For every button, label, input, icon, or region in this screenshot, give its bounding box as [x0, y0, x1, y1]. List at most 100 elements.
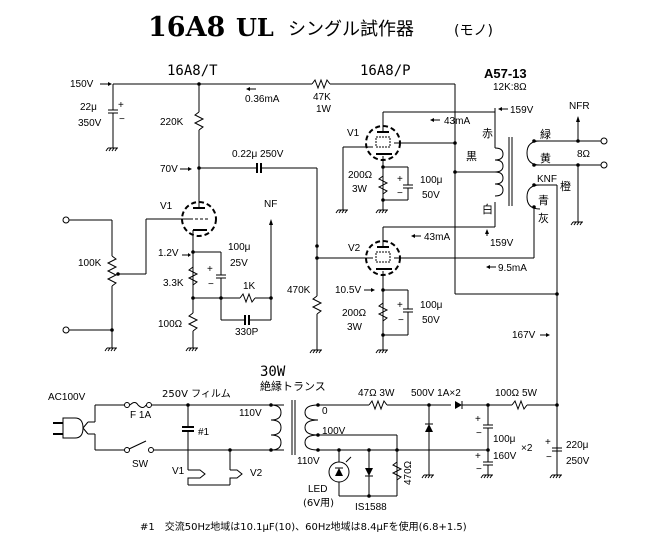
v2-plate-volt: 159V — [490, 238, 514, 249]
coupling-cap-label: 0.22μ 250V — [232, 149, 284, 160]
svg-text:−: − — [398, 315, 404, 326]
diode-label: 500V 1A×2 — [411, 388, 461, 399]
speaker-terminal-plus[interactable] — [600, 137, 608, 145]
volume-pot[interactable] — [106, 255, 118, 287]
switch-label: SW — [132, 459, 149, 470]
svg-text:+: + — [397, 300, 403, 311]
main-cap-label: 220μ — [566, 440, 589, 451]
output-transformer: 赤 黒 白 緑 黄 KNF 青 灰 橙 — [453, 112, 578, 360]
driver-supply: 150V + − 22μ 350V 47K 1W 0.36mA — [70, 78, 557, 295]
driver-section-label: 16A8/T — [167, 63, 218, 79]
filter-cap-qty: ×2 — [521, 443, 533, 454]
resistor-470ohm — [391, 461, 403, 481]
res-100ohm-5w-label: 100Ω 5W — [495, 388, 538, 399]
svg-text:+: + — [475, 451, 481, 462]
svg-text:−: − — [476, 428, 482, 439]
resistor-100ohm-5w — [511, 399, 528, 411]
v2-current: 43mA — [424, 232, 450, 243]
sec-tap-110: 110V — [297, 456, 320, 467]
res-470k-label: 470K — [287, 285, 311, 296]
svg-text:−: − — [208, 279, 214, 290]
v2-cathode-volt: 10.5V — [335, 285, 361, 296]
diode-shunt — [425, 424, 433, 432]
v1-cathode-res: 200Ω — [348, 170, 373, 181]
res-47ohm-label: 47Ω 3W — [358, 388, 395, 399]
ac-plug-icon — [53, 405, 96, 450]
resistor-100ohm — [187, 312, 199, 332]
title: 16A8 UL シングル試作器 (モノ) — [148, 12, 493, 43]
ot-ratio: 12K:8Ω — [493, 82, 527, 93]
res-470ohm-label: 470Ω — [403, 460, 414, 485]
cap-330p-label: 330P — [235, 327, 259, 338]
svg-text:−: − — [119, 114, 125, 125]
resistor-47k — [311, 78, 331, 90]
resistor-200ohm-v2 — [377, 302, 389, 322]
arrow-head — [108, 82, 112, 86]
heater-v2-label: V2 — [250, 468, 263, 479]
power-section-label: 16A8/P — [360, 63, 411, 79]
bypass-cap-25v: 25V — [230, 258, 248, 269]
pot-100k-label: 100K — [78, 258, 102, 269]
power-v2-label: V2 — [348, 243, 361, 254]
svg-text:−: − — [546, 452, 552, 463]
title-model: 16A8 — [148, 12, 225, 43]
cap-22u-volt: 350V — [78, 118, 102, 129]
trans-power: 30W — [260, 364, 286, 380]
sec-tap-100: 100V — [322, 426, 346, 437]
led-label: LED — [308, 484, 327, 495]
resistor-220k — [193, 111, 205, 131]
screen-current: 9.5mA — [498, 263, 527, 274]
svg-text:−: − — [397, 188, 403, 199]
ot-blue: 青 — [538, 194, 549, 207]
main-cap-volt: 250V — [566, 456, 590, 467]
pri-volt-label: 110V — [239, 408, 262, 419]
res-47k-watt: 1W — [316, 104, 332, 115]
v1-current: 43mA — [444, 116, 470, 127]
zener-label: IS1588 — [355, 502, 387, 513]
power-switch[interactable] — [128, 440, 147, 450]
filter-cap-label: 100μ — [493, 434, 516, 445]
v1-bypass-cap: 100μ — [420, 175, 443, 186]
svg-text:−: − — [476, 464, 482, 475]
bypass-cap-100u: 100μ — [228, 242, 251, 253]
ot-model: A57-13 — [484, 66, 527, 81]
svg-text:+: + — [118, 100, 124, 111]
title-mono: (モノ) — [454, 23, 493, 39]
power-tube-v1: V1 — [347, 112, 401, 161]
res-3k3-label: 3.3K — [163, 278, 184, 289]
ac-in-label: AC100V — [48, 392, 86, 403]
cap-note: #1 — [198, 427, 210, 438]
v2-bypass-volt: 50V — [422, 315, 440, 326]
svg-text:+: + — [545, 437, 551, 448]
svg-text:+: + — [207, 264, 213, 275]
power-transformer: 110V 0 100V 110V — [239, 400, 346, 467]
ot-yellow: 黄 — [540, 151, 551, 165]
led-note: (6V用) — [303, 498, 334, 509]
heater-v1-label: V1 — [172, 466, 185, 477]
res-100ohm-label: 100Ω — [158, 319, 183, 330]
res-1k-label: 1K — [243, 281, 256, 292]
svg-text:+: + — [475, 414, 481, 425]
ot-green: 緑 — [540, 127, 551, 141]
title-jp: シングル試作器 — [288, 19, 414, 40]
resistor-1k — [239, 292, 256, 304]
speaker-terminal-minus[interactable] — [600, 161, 608, 169]
resistor-3k3 — [187, 266, 199, 286]
b-plus-167-label: 167V — [512, 330, 536, 341]
cathode-volt-label: 1.2V — [158, 248, 179, 259]
trans-name: 絶縁トランス — [260, 379, 326, 393]
speaker-load: 8Ω — [577, 149, 591, 160]
resistor-47ohm — [368, 399, 388, 411]
nf-label: NF — [264, 199, 277, 210]
b-plus-150-label: 150V — [70, 79, 94, 90]
fuse-label: F 1A — [130, 410, 151, 421]
ot-red: 赤 — [482, 127, 493, 140]
res-220k-label: 220K — [160, 117, 184, 128]
power-tube-v2: V2 — [348, 227, 401, 276]
driver-current: 0.36mA — [245, 94, 280, 105]
v1-plate-volt: 159V — [510, 105, 534, 116]
ot-orange: 橙 — [560, 179, 571, 193]
title-variant: UL — [236, 13, 274, 42]
footnote: #1 交流50Hz地域は10.1μF(10)、60Hz地域は8.4μFを使用(6… — [140, 520, 467, 533]
